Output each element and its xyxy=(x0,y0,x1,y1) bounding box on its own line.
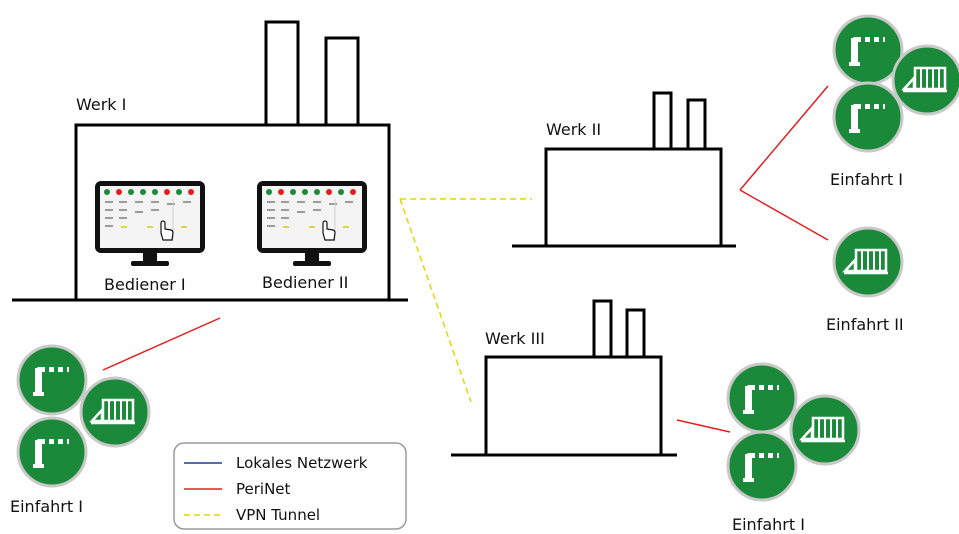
barrier-icon xyxy=(16,416,88,488)
vpn-link-werk3 xyxy=(399,198,472,403)
barrier-icon xyxy=(16,344,88,416)
legend-label-vpn: VPN Tunnel xyxy=(236,506,320,524)
perinet-link-werk3 xyxy=(676,419,731,433)
werk3-label: Werk III xyxy=(485,329,545,348)
werk1-entry-label: Einfahrt I xyxy=(10,497,83,516)
barrier-icon xyxy=(832,81,904,153)
legend: Lokales Netzwerk PeriNet VPN Tunnel xyxy=(173,442,407,530)
barrier-icon xyxy=(726,430,798,502)
perinet-link-werk2-entry2 xyxy=(739,189,829,241)
perinet-link-werk1 xyxy=(102,317,221,371)
werk1-building xyxy=(12,20,408,302)
barrier-icon xyxy=(832,14,904,86)
werk3-building xyxy=(451,299,677,457)
sliding-gate-icon xyxy=(832,226,904,298)
werk2-label: Werk II xyxy=(546,120,601,139)
sliding-gate-icon xyxy=(789,394,861,466)
werk2-building xyxy=(512,91,736,248)
werk3-entry-label: Einfahrt I xyxy=(732,515,805,534)
werk2-entry1-label: Einfahrt I xyxy=(830,170,903,189)
werk1-label: Werk I xyxy=(76,95,126,114)
barrier-icon xyxy=(726,362,798,434)
operator-1-label: Bediener I xyxy=(104,275,186,294)
sliding-gate-icon xyxy=(79,376,151,448)
sliding-gate-icon xyxy=(891,44,959,116)
operator-2-label: Bediener II xyxy=(262,273,348,292)
perinet-link-werk2-entry1 xyxy=(739,85,829,191)
werk2-entry2-label: Einfahrt II xyxy=(826,315,904,334)
legend-label-perinet: PeriNet xyxy=(236,480,291,498)
legend-label-lan: Lokales Netzwerk xyxy=(236,454,368,472)
